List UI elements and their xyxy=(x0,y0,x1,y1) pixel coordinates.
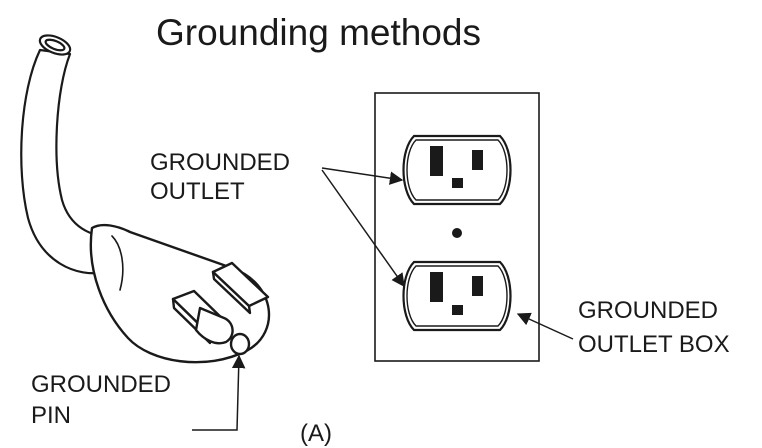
grounded-pin-label-line2: PIN xyxy=(31,402,72,429)
three-prong-plug-icon xyxy=(89,223,271,364)
grounded-outlet-box-label-line2: OUTLET BOX xyxy=(578,331,730,358)
grounded-outlet-label-line1: GROUNDED xyxy=(150,149,291,176)
grounded-pin-label-line1: GROUNDED xyxy=(31,371,172,398)
grounded-outlet-label-line2: OUTLET xyxy=(150,178,245,205)
screw-icon xyxy=(452,228,462,238)
duplex-outlet-icon xyxy=(402,134,512,206)
figure-caption: (A) xyxy=(300,420,332,447)
grounded-outlet-box-label-line1: GROUNDED xyxy=(578,297,719,324)
duplex-outlet-icon xyxy=(402,260,512,332)
arrow-icon xyxy=(192,167,574,431)
page-title: Grounding methods xyxy=(156,12,481,53)
